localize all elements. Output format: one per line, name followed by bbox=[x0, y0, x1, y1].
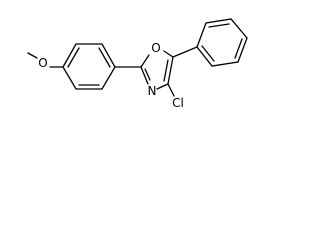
methoxy-oxygen-label: O bbox=[38, 56, 47, 70]
chemical-structure-diagram: O O N Cl bbox=[27, 18, 248, 110]
c5-phenyl-bond bbox=[172, 46, 198, 58]
chlorine-label: Cl bbox=[172, 96, 184, 110]
c2-o1-bond bbox=[140, 54, 150, 68]
oxazole-ring bbox=[140, 50, 174, 90]
phenyl-double-bond-3 bbox=[201, 45, 215, 62]
c4-cl-bond bbox=[167, 83, 175, 97]
methoxyphenyl-double-bond-1 bbox=[67, 47, 80, 68]
ring-nitrogen-label: N bbox=[148, 84, 157, 98]
phenyl-ring bbox=[196, 18, 248, 67]
methoxyphenyl-ring bbox=[62, 43, 116, 90]
methyl-o-bond bbox=[27, 52, 38, 59]
c4-n3-bond bbox=[156, 83, 169, 90]
phenyl-ring-outline bbox=[196, 18, 248, 67]
c5-c4-double-bond bbox=[163, 59, 169, 82]
methoxy-group bbox=[27, 52, 64, 68]
methoxyphenyl-ring-outline bbox=[62, 43, 116, 90]
n3-c2-bond bbox=[140, 66, 149, 85]
methoxyphenyl-double-bond-2 bbox=[98, 47, 111, 68]
phenyl-double-bond-1 bbox=[208, 23, 230, 28]
ring-oxygen-label: O bbox=[151, 41, 160, 55]
phenyl-double-bond-2 bbox=[234, 38, 243, 59]
n3-c2-double-bond bbox=[144, 68, 151, 81]
o1-c5-bond bbox=[163, 50, 174, 58]
c5-c4-bond bbox=[167, 56, 174, 85]
